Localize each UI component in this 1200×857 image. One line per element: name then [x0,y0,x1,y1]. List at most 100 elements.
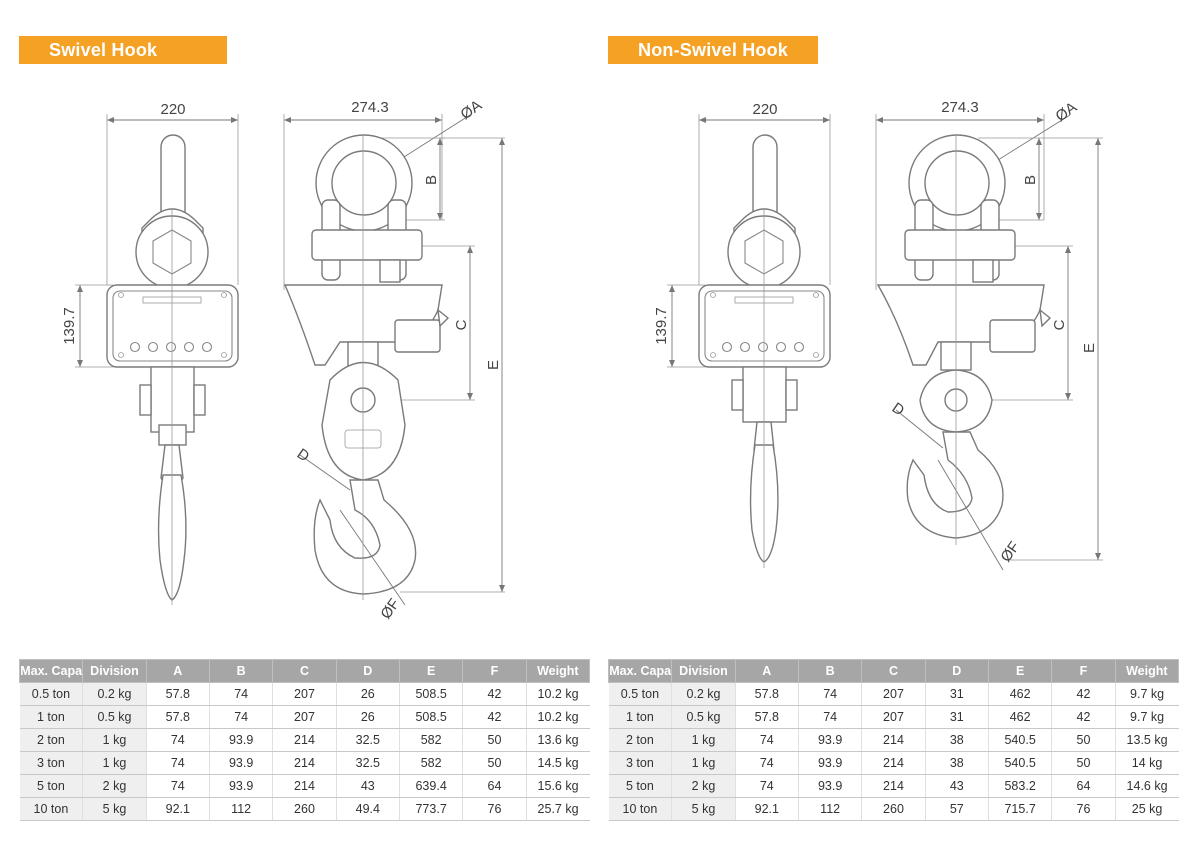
e-label: E [1081,343,1098,353]
table-cell: 9.7 kg [1115,705,1179,729]
col-header: Division [82,659,147,683]
table-cell: 25.7 kg [526,797,590,821]
table-cell: 42 [1051,682,1116,706]
side-view-scale: 274.3 ØA B C E [875,99,1103,571]
table-cell: 5 ton [19,774,84,798]
table-cell: 1 kg [82,751,147,775]
table-cell: 15.6 kg [526,774,590,798]
col-header: Division [671,659,736,683]
table-cell: 214 [861,774,926,798]
side-width-label: 274.3 [351,99,389,116]
table-cell: 93.9 [209,751,274,775]
col-header: D [924,659,989,683]
table-cell: 1 kg [671,751,736,775]
table-cell: 214 [272,728,337,752]
col-header: C [861,659,926,683]
table-cell: 13.6 kg [526,728,590,752]
col-header: F [1051,659,1116,683]
table-cell: 207 [861,682,926,706]
table-row: 2 ton 1 kg 74 93.9 214 38 540.5 50 13.5 … [608,728,1179,752]
table-cell: 57.8 [735,705,799,729]
table-row: 10 ton 5 kg 92.1 112 260 49.4 773.7 76 2… [19,797,590,821]
table-cell: 5 kg [82,797,147,821]
table-cell: 31 [925,682,989,706]
swivel-hook-section: Swivel Hook Type 220 139.7 [0,0,591,857]
table-cell: 31 [925,705,989,729]
table-cell: 540.5 [988,728,1053,752]
c-label: C [453,319,470,330]
table-cell: 32.5 [336,751,400,775]
table-cell: 2 kg [82,774,147,798]
e-label: E [485,360,502,370]
table-cell: 50 [462,728,527,752]
col-header: E [987,659,1053,683]
table-cell: 57.8 [146,682,210,706]
table-cell: 76 [462,797,527,821]
side-view-scale: 274.3 ØA B C E [283,97,505,622]
phi-f-label: ØF [997,538,1023,565]
table-cell: 93.9 [209,774,274,798]
col-header: E [398,659,464,683]
table-cell: 0.2 kg [82,682,147,706]
table-cell: 92.1 [735,797,799,821]
section-title: Non-Swivel Hook Type [608,36,818,88]
table-cell: 508.5 [399,705,464,729]
table-cell: 38 [925,751,989,775]
table-cell: 49.4 [336,797,400,821]
table-cell: 74 [735,728,799,752]
front-view-scale: 220 139.7 [61,101,239,605]
table-cell: 10.2 kg [526,705,590,729]
table-cell: 50 [462,751,527,775]
spec-table: Max. Capa Division A B C D E F Weight 0.… [18,659,591,821]
table-cell: 42 [462,682,527,706]
table-row: 1 ton 0.5 kg 57.8 74 207 31 462 42 9.7 k… [608,705,1179,729]
section-title: Swivel Hook Type [19,36,227,88]
table-cell: 14 kg [1115,751,1179,775]
table-cell: 93.9 [798,774,863,798]
table-cell: 93.9 [209,728,274,752]
table-header-row: Max. Capa Division A B C D E F Weight [607,659,1180,683]
col-header: Weight [525,659,591,683]
table-cell: 0.5 ton [608,682,673,706]
d-label: D [294,445,313,465]
col-header: F [462,659,527,683]
phi-a-label: ØA [1053,99,1081,125]
table-row: 10 ton 5 kg 92.1 112 260 57 715.7 76 25 … [608,797,1179,821]
table-cell: 10 ton [19,797,84,821]
table-cell: 462 [988,682,1053,706]
table-cell: 50 [1051,751,1116,775]
table-cell: 260 [272,797,337,821]
table-cell: 508.5 [399,682,464,706]
table-cell: 10.2 kg [526,682,590,706]
table-row: 1 ton 0.5 kg 57.8 74 207 26 508.5 42 10.… [19,705,590,729]
table-cell: 42 [1051,705,1116,729]
table-cell: 32.5 [336,728,400,752]
table-cell: 57.8 [735,682,799,706]
table-cell: 2 ton [19,728,84,752]
table-cell: 214 [272,751,337,775]
spec-table: Max. Capa Division A B C D E F Weight 0.… [607,659,1180,821]
table-cell: 260 [861,797,926,821]
table-cell: 0.2 kg [671,682,736,706]
col-header: Weight [1114,659,1180,683]
table-cell: 43 [336,774,400,798]
table-cell: 93.9 [798,751,863,775]
table-row: 0.5 ton 0.2 kg 57.8 74 207 31 462 42 9.7… [608,682,1179,706]
table-cell: 1 ton [608,705,673,729]
table-cell: 2 kg [671,774,736,798]
col-header: Max. Capa [607,659,673,683]
table-header-row: Max. Capa Division A B C D E F Weight [18,659,591,683]
table-cell: 38 [925,728,989,752]
non-swivel-hook-drawing: 220 139.7 [653,99,1103,571]
front-width-label: 220 [752,101,777,118]
table-cell: 14.6 kg [1115,774,1179,798]
table-cell: 64 [462,774,527,798]
table-cell: 26 [336,705,400,729]
table-cell: 74 [798,705,863,729]
table-cell: 214 [861,728,926,752]
table-cell: 3 ton [19,751,84,775]
table-cell: 74 [735,751,799,775]
table-cell: 74 [209,682,274,706]
table-cell: 74 [209,705,274,729]
c-label: C [1051,319,1068,330]
